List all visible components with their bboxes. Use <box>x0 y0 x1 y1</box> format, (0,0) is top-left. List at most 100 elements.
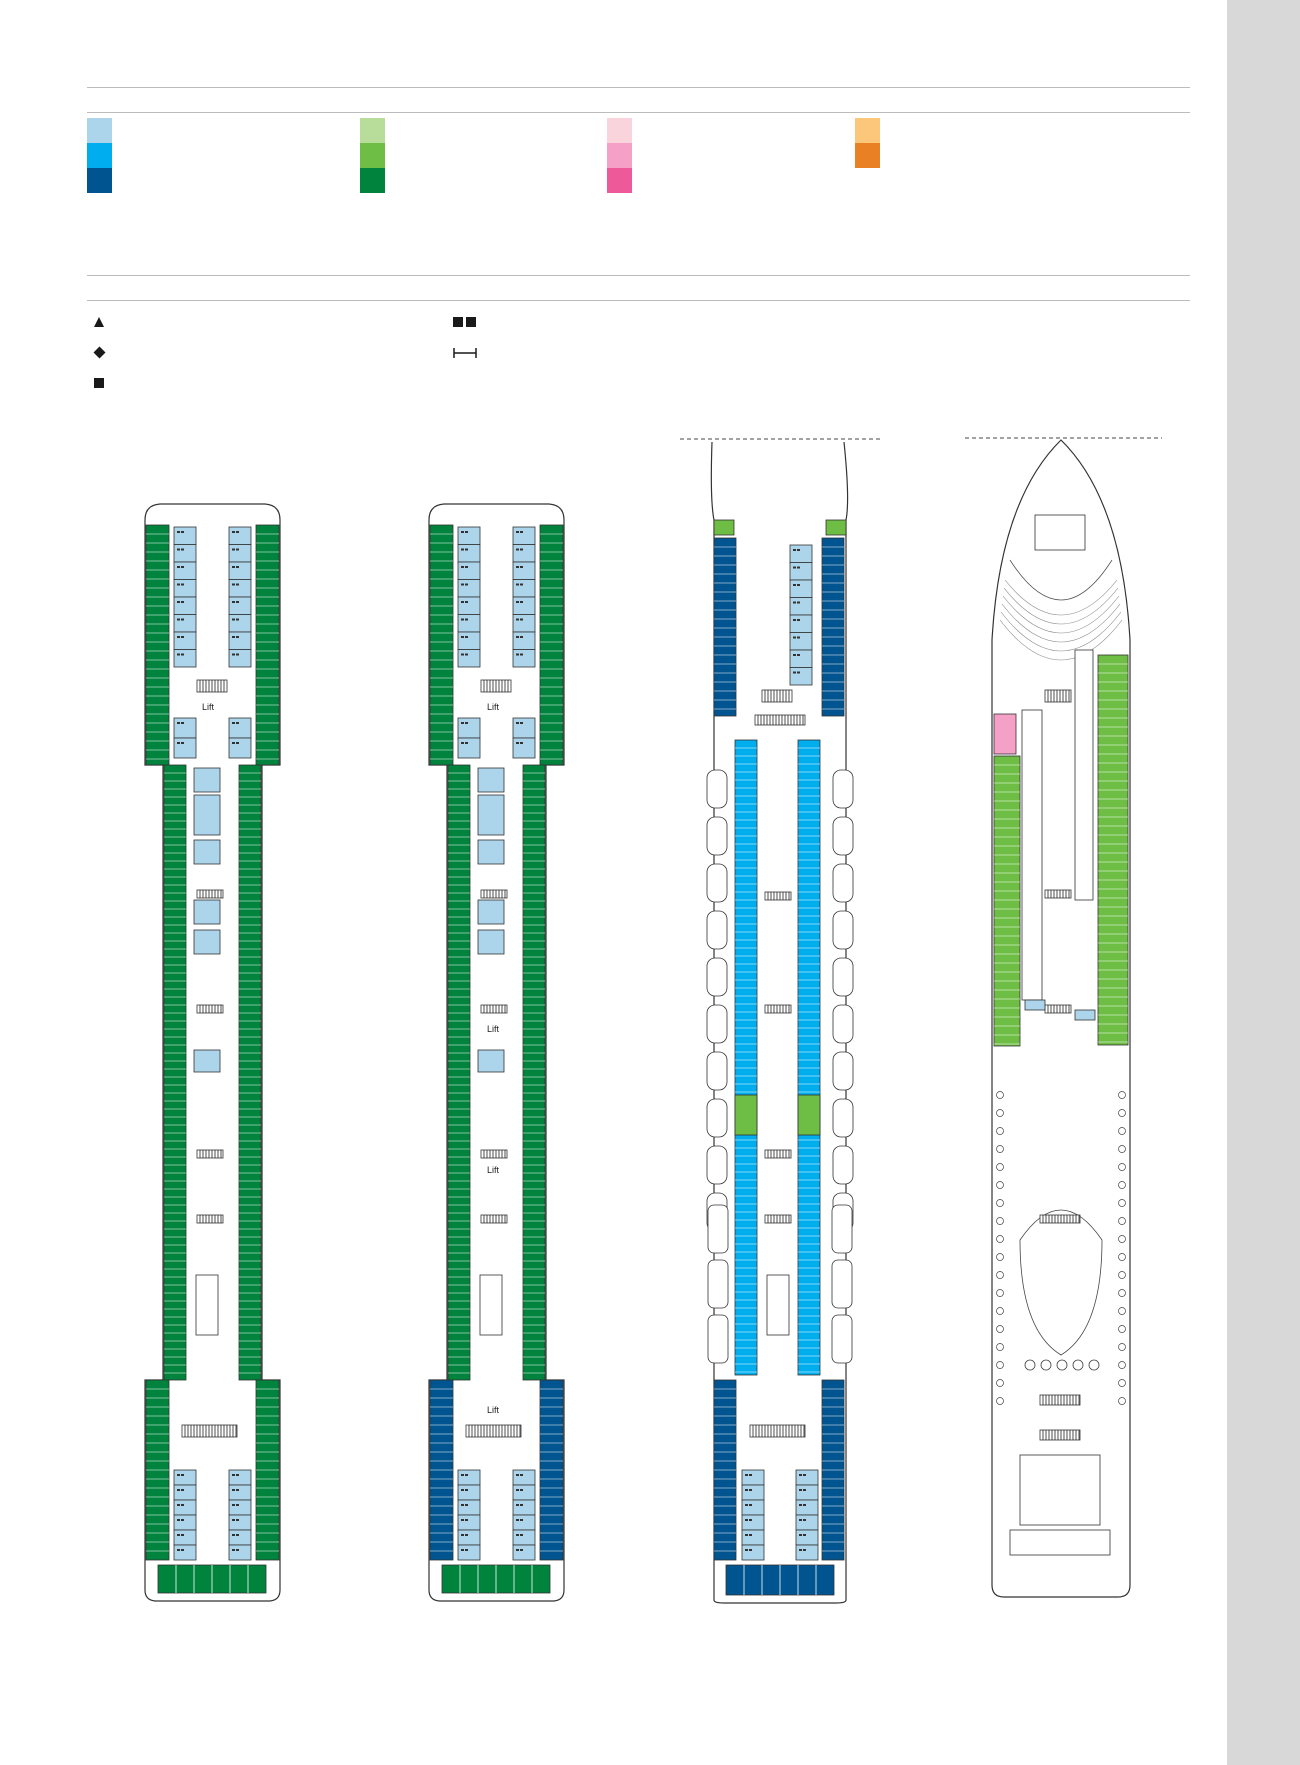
table-icon <box>996 1199 1004 1207</box>
berth-marker <box>799 1474 802 1476</box>
berth-marker <box>461 566 464 568</box>
berth-marker <box>516 742 519 744</box>
berth-marker <box>177 583 180 586</box>
berth-marker <box>516 722 519 724</box>
berth-marker <box>516 1489 519 1491</box>
berth-marker <box>520 1504 523 1506</box>
legend-top-rule <box>87 87 1190 88</box>
inside-cabin <box>795 1484 819 1501</box>
inside-cabin <box>173 1499 197 1516</box>
lifeboat <box>707 1314 729 1364</box>
table-icon <box>996 1307 1004 1315</box>
table-icon <box>996 1217 1004 1225</box>
lifeboat <box>832 1145 854 1185</box>
berth-marker <box>461 1489 464 1491</box>
berth-marker <box>181 601 184 603</box>
berth-marker <box>177 1519 180 1521</box>
inside-cabin <box>477 767 505 793</box>
inside-cabin <box>173 544 197 563</box>
berth-marker <box>232 1519 235 1521</box>
lifeboat <box>707 1259 729 1309</box>
table-icon <box>996 1163 1004 1171</box>
inside-cabin <box>741 1499 765 1516</box>
berth-marker <box>520 1474 523 1476</box>
stairs-icon <box>196 1149 224 1159</box>
table-icon <box>996 1091 1004 1099</box>
lifeboat <box>706 1004 728 1044</box>
berth-marker <box>803 1549 806 1551</box>
berth-marker <box>461 1549 464 1551</box>
table-icon <box>996 1235 1004 1243</box>
lifeboat <box>831 1259 853 1309</box>
stairs-icon <box>196 1004 224 1014</box>
symbols-top-rule <box>87 275 1190 276</box>
inside-cabin <box>228 1544 252 1561</box>
table-icon <box>1024 1359 1036 1371</box>
inside-cabin <box>512 561 536 580</box>
balcony-cabins-stbd <box>1097 654 1129 1046</box>
aft-lounge <box>1019 1454 1101 1526</box>
diamond-icon <box>93 346 106 359</box>
berth-marker <box>465 722 468 724</box>
berth-marker <box>177 601 180 603</box>
aft-deck <box>1009 1529 1111 1556</box>
inside-cabin <box>512 596 536 615</box>
inside-cabin <box>512 1469 536 1486</box>
deck-plan-4 <box>965 437 1162 1598</box>
berth-marker <box>461 1504 464 1506</box>
table-icon <box>1118 1253 1126 1261</box>
inside-cabin <box>795 1499 819 1516</box>
inside-cabin <box>228 649 252 668</box>
berth-marker <box>177 742 180 744</box>
inside-cabin <box>457 526 481 545</box>
berth-marker <box>516 601 519 603</box>
berth-marker <box>797 636 800 639</box>
berth-marker <box>465 742 468 744</box>
berth-marker <box>236 1534 239 1536</box>
berth-marker <box>520 583 523 586</box>
balcony-cabins-port <box>993 755 1021 1047</box>
service-room <box>766 1274 790 1336</box>
lifeboat <box>832 863 854 903</box>
berth-marker <box>516 653 519 656</box>
inside-cabin <box>228 1469 252 1486</box>
swatch-green-dark <box>360 168 385 193</box>
inside-cabin <box>795 1529 819 1546</box>
berth-marker <box>236 601 239 603</box>
inside-cabin <box>512 579 536 598</box>
inside-cabin <box>193 839 221 865</box>
lift-label: Lift <box>487 702 500 712</box>
table-icon <box>996 1343 1004 1351</box>
inside-cabin <box>228 1529 252 1546</box>
lifeboat <box>832 816 854 856</box>
berth-marker <box>520 742 523 744</box>
berth-marker <box>465 1504 468 1506</box>
berth-marker <box>181 1504 184 1506</box>
table-icon <box>1118 1199 1126 1207</box>
berth-marker <box>520 548 523 551</box>
berth-marker <box>181 548 184 551</box>
inside-cabin <box>741 1469 765 1486</box>
berth-marker <box>520 601 523 603</box>
inside-cabin <box>173 717 197 739</box>
stairs-icon <box>480 1214 508 1224</box>
berth-marker <box>745 1534 748 1536</box>
berth-marker <box>232 1504 235 1506</box>
stairs-icon <box>1039 1394 1081 1406</box>
table-icon <box>1118 1109 1126 1117</box>
inside-cabin <box>512 544 536 563</box>
inside-cabin <box>789 667 813 686</box>
inside-cabin <box>173 596 197 615</box>
lifeboat <box>832 1098 854 1138</box>
berth-marker <box>745 1489 748 1491</box>
stairs-icon <box>480 1004 508 1014</box>
berth-marker <box>803 1519 806 1521</box>
table-icon <box>996 1271 1004 1279</box>
berth-marker <box>749 1474 752 1476</box>
swatch-green-light <box>360 118 385 143</box>
table-icon <box>1118 1325 1126 1333</box>
swatch-orange-dark <box>855 143 880 168</box>
service-room <box>195 1274 219 1336</box>
inside-cabin <box>795 1469 819 1486</box>
inside-cabin <box>512 631 536 650</box>
